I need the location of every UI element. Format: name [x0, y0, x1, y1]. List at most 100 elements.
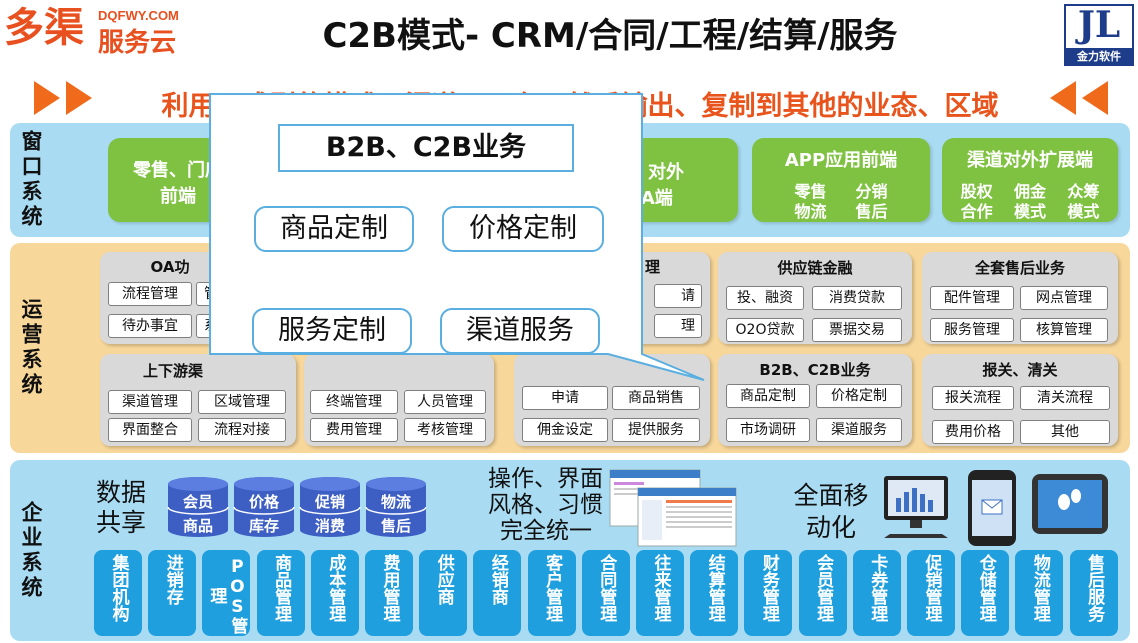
- module-box[interactable]: 结算管理: [690, 550, 739, 636]
- logo-url: DQFWY.COM: [98, 8, 179, 23]
- chip-product-sales[interactable]: 商品销售: [612, 386, 700, 410]
- db-label-bottom: 库存: [248, 517, 279, 535]
- module-box[interactable]: 客户管理: [527, 550, 576, 636]
- brand-logo-letters: JL: [1077, 4, 1121, 46]
- module-box[interactable]: POS管理: [202, 550, 251, 636]
- chip-customs-process[interactable]: 报关流程: [932, 386, 1014, 410]
- retail-store-sub: 前端: [160, 186, 196, 207]
- module-box[interactable]: 往来管理: [636, 550, 684, 636]
- logo: 多渠 DQFWY.COM 服务云: [4, 4, 194, 60]
- chip-mgmt-2[interactable]: 理: [654, 314, 702, 338]
- app-item: 物流: [794, 202, 827, 221]
- module-box[interactable]: 仓储管理: [961, 550, 1010, 636]
- module-box[interactable]: 供应商: [419, 550, 468, 636]
- chip-staff-mgmt[interactable]: 人员管理: [404, 390, 486, 414]
- channel-extension-title: 渠道对外扩展端: [967, 150, 1093, 171]
- app-item: 零售: [794, 182, 827, 201]
- popup-service-custom-button[interactable]: 服务定制: [252, 308, 412, 354]
- logo-subtitle: 服务云: [98, 28, 177, 58]
- retail-store-title: 零售、门店: [133, 160, 223, 181]
- module-box[interactable]: 合同管理: [581, 550, 630, 636]
- chip-other[interactable]: 其他: [1020, 420, 1110, 444]
- unify-line-2: 风格、习惯: [488, 492, 603, 518]
- chip-fee-price[interactable]: 费用价格: [932, 420, 1014, 444]
- enterprise-system-label: 企业系统: [19, 501, 43, 601]
- chip-provide-service[interactable]: 提供服务: [612, 418, 700, 442]
- brand-name: 金力软件: [1066, 48, 1132, 64]
- chip-todo[interactable]: 待办事宜: [108, 314, 192, 338]
- channel-item: 佣金: [1013, 182, 1046, 201]
- ui-screenshot-thumbnails: [608, 468, 738, 548]
- database-icon: [167, 477, 229, 537]
- module-box[interactable]: 费用管理: [365, 550, 413, 636]
- window-system-label: 窗口系统: [19, 130, 43, 230]
- chip-commission-setting[interactable]: 佣金设定: [522, 418, 608, 442]
- chip-expense-mgmt[interactable]: 费用管理: [310, 418, 398, 442]
- chip-outlet-mgmt[interactable]: 网点管理: [1020, 286, 1108, 310]
- database-icon: [365, 477, 427, 537]
- module-box[interactable]: 经销商: [473, 550, 522, 636]
- chip-accounting-mgmt[interactable]: 核算管理: [1020, 318, 1108, 342]
- app-frontend-box: APP应用前端 零售 分销 物流 售后: [752, 138, 930, 222]
- db-label-bottom: 商品: [182, 517, 213, 535]
- module-box[interactable]: 进销存: [148, 550, 197, 636]
- chip-bill-trade[interactable]: 票据交易: [812, 318, 902, 342]
- chip-terminal-mgmt[interactable]: 终端管理: [310, 390, 398, 414]
- module-box[interactable]: 售后服务: [1069, 550, 1118, 636]
- chip-process-dock[interactable]: 流程对接: [198, 418, 286, 442]
- chip-service-mgmt[interactable]: 服务管理: [930, 318, 1014, 342]
- popup-product-custom-button[interactable]: 商品定制: [254, 206, 414, 252]
- chip-consumer-loan[interactable]: 消费贷款: [812, 286, 902, 310]
- chip-product-custom[interactable]: 商品定制: [726, 384, 810, 408]
- db-label-top: 促销: [314, 493, 345, 511]
- module-box[interactable]: 财务管理: [744, 550, 793, 636]
- popup-channel-service-button[interactable]: 渠道服务: [440, 308, 600, 354]
- chip-price-custom[interactable]: 价格定制: [816, 384, 902, 408]
- module-box[interactable]: 会员管理: [798, 550, 847, 636]
- database-icons: [167, 477, 427, 537]
- data-share-label: 数据共享: [96, 478, 147, 537]
- channel-item: 合作: [960, 202, 993, 221]
- chip-assessment-mgmt[interactable]: 考核管理: [404, 418, 486, 442]
- chip-ui-integration[interactable]: 界面整合: [108, 418, 192, 442]
- chip-o2o-loan[interactable]: O2O贷款: [726, 318, 804, 342]
- chip-region-mgmt[interactable]: 区域管理: [198, 390, 286, 414]
- chip-apply[interactable]: 申请: [522, 386, 608, 410]
- mobile-text: 全面移 动化: [786, 480, 876, 544]
- chip-channel-mgmt[interactable]: 渠道管理: [108, 390, 192, 414]
- supply-finance-title: 供应链金融: [777, 259, 853, 277]
- module-box[interactable]: 成本管理: [310, 550, 359, 636]
- page-title: C2B模式- CRM/合同/工程/结算/服务: [322, 16, 898, 56]
- mobile-line-1: 全面移: [793, 481, 869, 510]
- module-box[interactable]: 促销管理: [907, 550, 955, 636]
- module-box[interactable]: 商品管理: [256, 550, 305, 636]
- chip-parts-mgmt[interactable]: 配件管理: [930, 286, 1014, 310]
- mgmt-panel-title: 理: [644, 258, 660, 276]
- logo-char-1: 多: [4, 5, 44, 51]
- app-item: 售后: [855, 202, 888, 221]
- arrow-right-icon: [34, 81, 60, 115]
- app-item: 分销: [855, 182, 888, 201]
- channel-extension-box: 渠道对外扩展端 股权 佣金 众筹 合作 模式 模式: [942, 138, 1118, 222]
- chip-market-research[interactable]: 市场调研: [726, 418, 810, 442]
- chip-clearance-process[interactable]: 清关流程: [1020, 386, 1110, 410]
- arrow-left-icon: [1050, 81, 1076, 115]
- chip-mgmt-1[interactable]: 请: [654, 284, 702, 308]
- app-frontend-title: APP应用前端: [784, 150, 898, 171]
- chip-investment[interactable]: 投、融资: [726, 286, 804, 310]
- db-label-bottom: 消费: [314, 517, 345, 535]
- external-oa-title: 、对外: [630, 162, 684, 183]
- upstream-title: 上下游渠: [142, 362, 203, 380]
- database-icon: [299, 477, 361, 537]
- unify-line-3: 完全统一: [500, 518, 592, 544]
- b2b-c2b-title: B2B、C2B业务: [759, 361, 871, 379]
- channel-item: 众筹: [1067, 182, 1100, 201]
- chip-channel-service[interactable]: 渠道服务: [816, 418, 902, 442]
- database-icon: [233, 477, 295, 537]
- chip-process-mgmt[interactable]: 流程管理: [108, 282, 192, 306]
- popup-price-custom-button[interactable]: 价格定制: [442, 206, 604, 252]
- module-box[interactable]: 物流管理: [1015, 550, 1064, 636]
- module-box[interactable]: 集团机构: [94, 550, 142, 636]
- module-box[interactable]: 卡券管理: [852, 550, 901, 636]
